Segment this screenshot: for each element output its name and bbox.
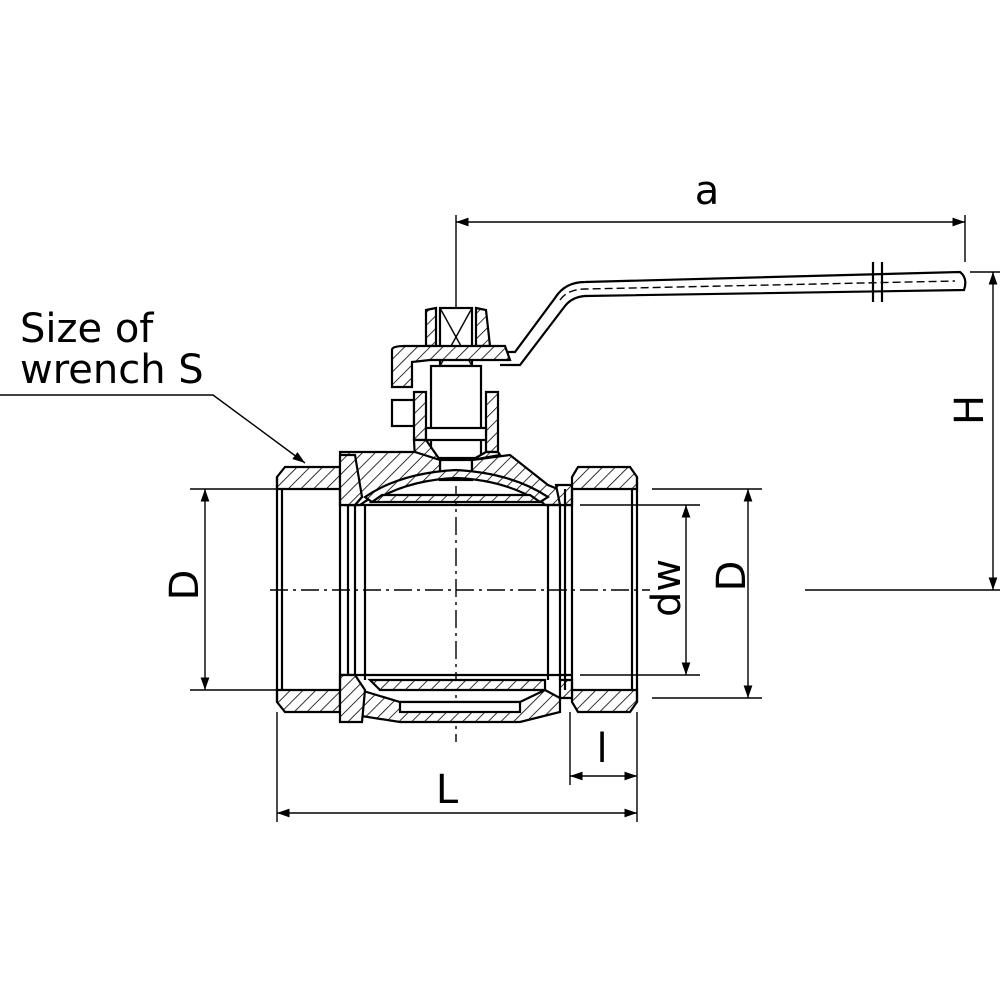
dimension-l-label: l xyxy=(596,726,607,772)
wrench-size-callout: Size of wrench S xyxy=(0,306,306,464)
valve-handle xyxy=(500,262,967,367)
dimension-overall-l: L xyxy=(276,712,637,822)
wrench-label-line1: Size of xyxy=(20,306,154,352)
dimension-dw-label: dw xyxy=(644,559,690,617)
dimension-a-label: a xyxy=(695,168,720,214)
dimension-d-right: D xyxy=(652,488,762,699)
dimension-overall-l-label: L xyxy=(436,767,459,813)
left-threaded-end xyxy=(275,453,367,724)
dimension-d-left-label: D xyxy=(162,570,208,601)
dimension-a: a xyxy=(455,168,966,300)
dimension-h: H xyxy=(805,271,1000,591)
dimension-l: l xyxy=(569,712,638,822)
valve-body xyxy=(338,450,572,724)
dimension-d-left: D xyxy=(162,488,277,691)
dimension-dw: dw xyxy=(580,504,700,676)
leader-arrow xyxy=(0,394,306,464)
right-threaded-end xyxy=(554,465,639,714)
dimension-h-label: H xyxy=(947,395,993,425)
dimension-d-right-label: D xyxy=(709,561,755,592)
wrench-label-line2: wrench S xyxy=(20,347,204,393)
